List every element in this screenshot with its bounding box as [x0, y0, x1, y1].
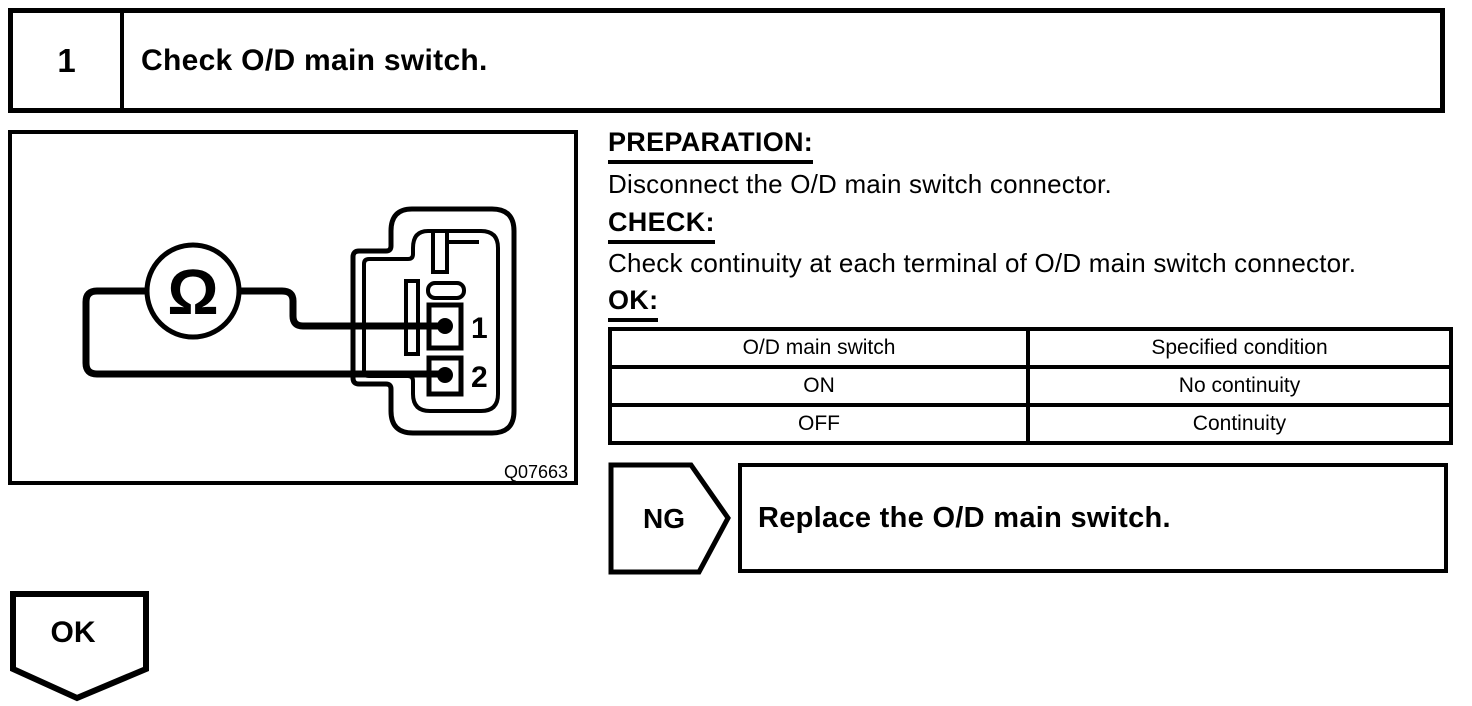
ok-arrow-shape — [10, 591, 149, 702]
connector-pill-slot — [426, 281, 466, 300]
connector-key-slot — [431, 233, 449, 274]
connector-guide-bar — [404, 279, 420, 356]
terminal-1-pin — [437, 318, 453, 334]
table-header-switch: O/D main switch — [608, 327, 1030, 369]
table-row: OFF Continuity — [608, 403, 1453, 445]
table-cell-switch-state: ON — [608, 365, 1030, 407]
ohmmeter-symbol: Ω — [167, 256, 218, 328]
terminal-2-pin — [437, 367, 453, 383]
check-label: CHECK: — [608, 207, 715, 244]
ok-label: OK: — [608, 285, 659, 322]
test-lead-to-terminal-2 — [82, 287, 447, 378]
terminal-2-cavity — [426, 355, 464, 397]
connector-outer-outline — [350, 206, 517, 436]
table-header-row: O/D main switch Specified condition — [608, 327, 1453, 369]
ng-arrow-shape — [608, 462, 731, 575]
table-cell-condition: Continuity — [1026, 403, 1453, 445]
continuity-spec-table: O/D main switch Specified condition ON N… — [608, 327, 1453, 445]
terminal-1-label: 1 — [471, 312, 488, 345]
terminal-2-label: 2 — [471, 361, 488, 394]
step-number: 1 — [13, 13, 124, 108]
connector-inner-outline — [362, 229, 500, 413]
table-row: ON No continuity — [608, 365, 1453, 407]
table-cell-switch-state: OFF — [608, 403, 1030, 445]
ng-action-box: Replace the O/D main switch. — [738, 463, 1448, 573]
step-title: Check O/D main switch. — [141, 43, 488, 77]
circuit-diagram-svg: Ω 1 2 Q07663 — [82, 206, 568, 481]
step-header: 1 Check O/D main switch. — [8, 8, 1445, 113]
ng-action-text: Replace the O/D main switch. — [758, 501, 1171, 534]
table-cell-condition: No continuity — [1026, 365, 1453, 407]
terminal-1-cavity — [426, 302, 464, 351]
table-header-condition: Specified condition — [1026, 327, 1453, 369]
ok-arrow-label: OK — [51, 616, 96, 649]
preparation-text: Disconnect the O/D main switch connector… — [608, 169, 1112, 199]
check-text: Check continuity at each terminal of O/D… — [608, 248, 1357, 278]
ng-flow-arrow: NG — [608, 462, 731, 575]
circuit-diagram-figure: Ω 1 2 Q07663 — [8, 130, 578, 485]
preparation-label: PREPARATION: — [608, 127, 814, 164]
ok-flow-arrow: OK — [10, 591, 149, 702]
ohmmeter-body — [144, 242, 242, 340]
test-lead-to-terminal-1 — [234, 287, 447, 330]
ng-arrow-label: NG — [643, 503, 685, 534]
figure-code: Q07663 — [504, 462, 568, 481]
